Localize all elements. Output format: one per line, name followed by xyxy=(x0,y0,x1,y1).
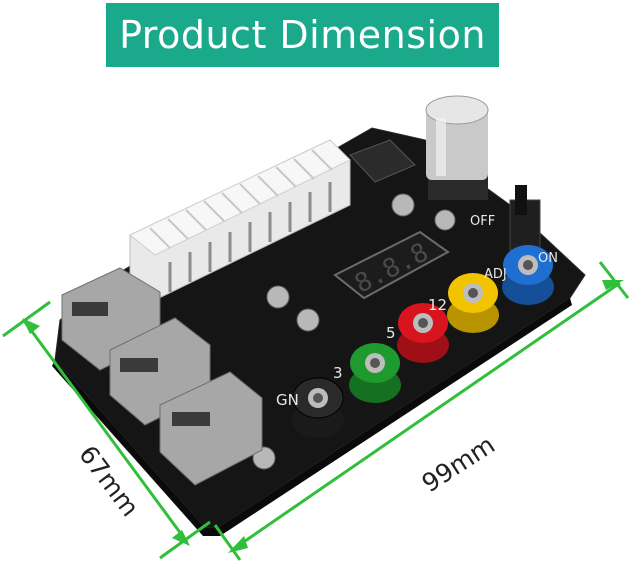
usb-ports xyxy=(61,267,263,486)
width-label: 99mm xyxy=(417,430,500,498)
silk-12: 12 xyxy=(428,296,447,314)
silk-gn: GN xyxy=(276,391,299,409)
height-dimension xyxy=(2,300,211,560)
capacitors xyxy=(252,193,456,470)
post-green xyxy=(349,343,401,403)
silk-5: 5 xyxy=(386,324,396,342)
regulator-chip xyxy=(349,139,416,183)
knob xyxy=(425,95,489,200)
silk-off: OFF xyxy=(470,214,495,229)
atx-connector xyxy=(129,139,351,301)
post-black xyxy=(292,377,344,438)
power-switch xyxy=(509,185,541,251)
width-dimension xyxy=(213,261,630,561)
silk-3: 3 xyxy=(333,364,343,382)
silk-adj: ADJ xyxy=(484,267,507,282)
silk-on: ON xyxy=(538,251,558,266)
binding-posts xyxy=(292,245,554,438)
post-red xyxy=(397,303,449,363)
post-yellow xyxy=(447,273,499,333)
post-blue xyxy=(502,245,554,305)
title-banner: Product Dimension xyxy=(106,3,499,67)
page-title: Product Dimension xyxy=(119,13,486,57)
